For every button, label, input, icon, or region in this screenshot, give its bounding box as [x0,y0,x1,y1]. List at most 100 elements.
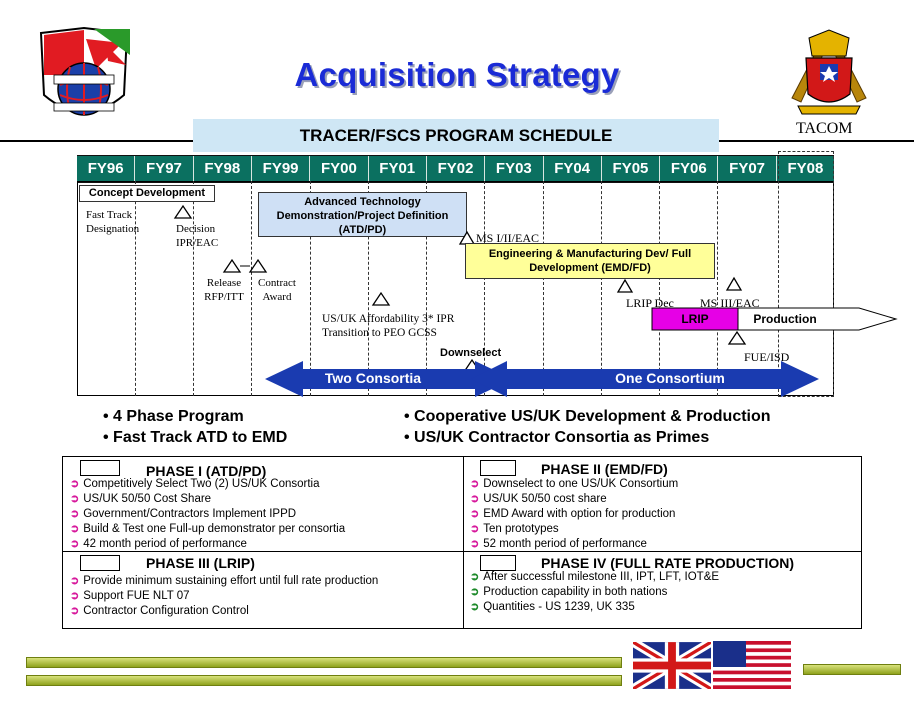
fy-cell: FY07 [718,156,777,182]
atd-pd-box: Advanced Technology Demonstration/Projec… [258,192,467,237]
year-divider [659,181,660,396]
arrow-bullet-icon: ➲ [470,571,480,583]
arrow-bullet-icon: ➲ [470,538,480,550]
year-divider [310,181,311,396]
arrow-bullet-icon: ➲ [70,605,80,617]
decision-label: Decision IPR/EAC [176,223,219,249]
phase-item: ➲After successful milestone III, IPT, LF… [470,571,720,583]
phase-item: ➲42 month period of performance [70,538,247,550]
arrow-bullet-icon: ➲ [70,590,80,602]
footer-bar [803,664,901,675]
arrow-bullet-icon: ➲ [70,508,80,520]
decision-milestone-icon [173,204,193,219]
consortia-arrows [265,361,819,397]
downselect-label: Downselect [440,347,502,359]
phase-item: ➲52 month period of performance [470,538,647,550]
arrow-bullet-icon: ➲ [470,586,480,598]
uk-flag-icon [633,642,711,689]
phases-panel [62,456,862,629]
fy-cell: FY98 [193,156,252,182]
one-consortium-label: One Consortium [615,370,725,386]
fiscal-year-row: FY96 FY97 FY98 FY99 FY00 FY01 FY02 FY03 … [77,155,835,183]
phase1-items: ➲Competitively Select Two (2) US/UK Cons… [70,477,345,552]
lrip-decision-milestone-icon [616,278,634,293]
arrow-bullet-icon: ➲ [70,523,80,535]
ms-i-ii-label: MS I/II/EAC [476,231,539,245]
year-divider [193,181,194,396]
year-divider [484,181,485,396]
ms-iii-label: MS III/EAC [700,296,760,310]
concept-development-box: Concept Development [79,185,215,202]
phase1-title: PHASE I (ATD/PD) [146,463,267,479]
fy-cell: FY03 [485,156,544,182]
affordability-ipr-milestone-icon [371,291,391,306]
arrow-bullet-icon: ➲ [70,575,80,587]
phase-item: ➲US/UK 50/50 Cost Share [70,493,212,505]
phases-row-divider [62,551,862,552]
arrow-bullet-icon: ➲ [470,493,480,505]
phase2-checkbox [480,460,516,476]
footer-bar [26,657,622,668]
phase4-checkbox [480,555,516,571]
phase-item: ➲EMD Award with option for production [470,508,676,520]
fy-cell: FY97 [135,156,194,182]
fy08-dashed-box [778,151,834,397]
phase-item: ➲Contractor Configuration Control [70,605,249,617]
phase-item: ➲Provide minimum sustaining effort until… [70,575,379,587]
phase-item: ➲Quantities - US 1239, UK 335 [470,601,635,613]
army-logo [39,26,130,116]
phase4-title: PHASE IV (FULL RATE PRODUCTION) [541,555,795,571]
fue-isd-milestone-icon [727,330,747,345]
schedule-banner: TRACER/FSCS PROGRAM SCHEDULE [193,119,719,152]
contract-award-label: Contract Award [258,277,296,303]
phase3-items: ➲Provide minimum sustaining effort until… [70,574,378,619]
emd-fd-box: Engineering & Manufacturing Dev/ Full De… [465,243,715,279]
year-divider [426,181,427,396]
phase3-checkbox [80,555,120,571]
phase-item: ➲Government/Contractors Implement IPPD [70,508,297,520]
phase-item: ➲Downselect to one US/UK Consortium [470,478,679,490]
phase-item: ➲Competitively Select Two (2) US/UK Cons… [70,478,320,490]
lrip-label: LRIP [681,312,709,326]
year-divider [601,181,602,396]
phase-item: ➲Support FUE NLT 07 [70,590,190,602]
production-label: Production [753,312,817,326]
bullet-left: • Fast Track ATD to EMD [103,429,288,446]
arrow-bullet-icon: ➲ [470,523,480,535]
us-flag-icon [713,641,791,689]
ms-iii-milestone-icon [725,276,743,291]
fy-cell: FY04 [543,156,602,182]
fy-cell: FY96 [77,156,136,182]
phase-item: ➲Ten prototypes [470,523,559,535]
phase-item: ➲US/UK 50/50 cost share [470,493,607,505]
fast-track-label: Fast Track Designation [86,209,140,235]
phase-item: ➲Production capability in both nations [470,586,668,598]
phase-item: ➲Build & Test one Full-up demonstrator p… [70,523,346,535]
arrow-bullet-icon: ➲ [70,493,80,505]
lrip-decision-label: LRIP Dec [626,296,674,310]
bullet-left: • 4 Phase Program [103,408,244,425]
bullet-right: • US/UK Contractor Consortia as Primes [404,429,710,446]
release-award-milestones-icon [222,258,268,273]
arrow-bullet-icon: ➲ [470,508,480,520]
phase2-items: ➲Downselect to one US/UK Consortium ➲US/… [470,477,678,552]
footer-bar [26,675,622,686]
phase2-title: PHASE II (EMD/FD) [541,461,668,477]
org-label: TACOM [796,120,853,137]
bullet-right: • Cooperative US/UK Development & Produc… [404,408,771,425]
fy-cell: FY01 [368,156,427,182]
year-divider [717,181,718,396]
arrow-bullet-icon: ➲ [70,478,80,490]
release-label: Release RFP/ITT [204,277,244,303]
page-title: Acquisition Strategy [294,56,620,93]
year-divider [251,181,252,396]
fy-cell: FY06 [660,156,719,182]
lrip-production-arrow [651,307,898,331]
fy-cell: FY02 [426,156,486,182]
arrow-bullet-icon: ➲ [470,478,480,490]
fy-cell: FY00 [310,156,369,182]
fue-isd-label: FUE/ISD [744,350,790,364]
year-divider [368,181,369,396]
phase3-title: PHASE III (LRIP) [146,555,255,571]
tacom-emblem [791,29,867,115]
